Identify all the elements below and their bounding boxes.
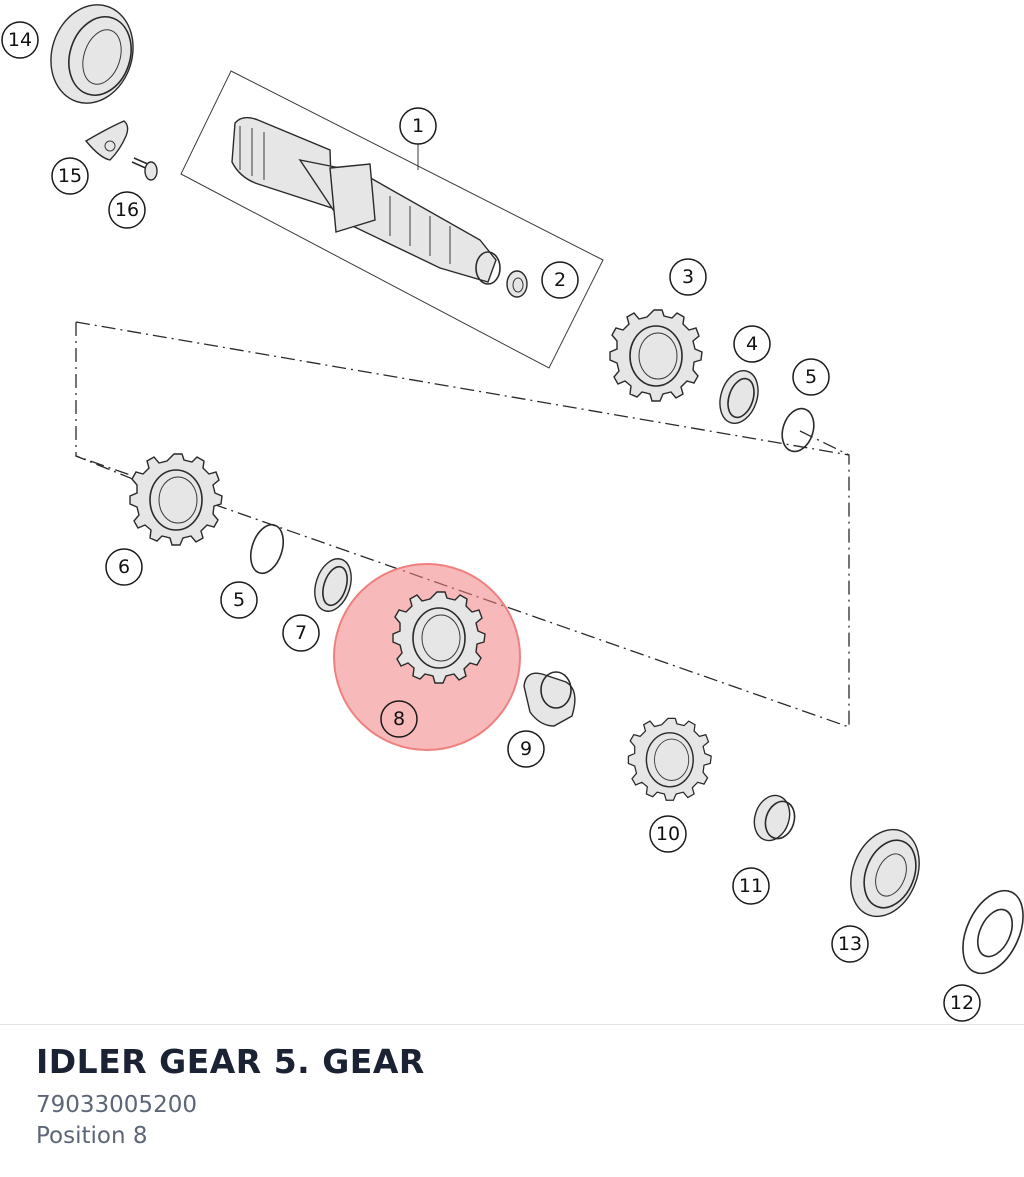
part-info-panel: IDLER GEAR 5. GEAR 79033005200 Position … xyxy=(36,1042,425,1152)
screw-part-16 xyxy=(131,157,158,181)
svg-text:15: 15 xyxy=(58,165,82,187)
exploded-parts-diagram: 1 2 3 4 5 5 6 7 8 9 10 11 12 13 14 15 16 xyxy=(1,4,1024,1022)
svg-text:10: 10 xyxy=(656,823,680,845)
svg-text:16: 16 xyxy=(115,199,139,221)
needle-bearing-part-2 xyxy=(506,270,528,298)
callout-13[interactable]: 13 xyxy=(831,925,869,963)
svg-text:12: 12 xyxy=(950,992,974,1014)
callout-10[interactable]: 10 xyxy=(649,815,687,853)
part-position: Position 8 xyxy=(36,1123,148,1149)
callout-1[interactable]: 1 xyxy=(399,107,437,145)
part-number: 79033005200 xyxy=(36,1092,197,1118)
svg-text:11: 11 xyxy=(739,875,763,897)
callout-5a[interactable]: 5 xyxy=(792,358,830,396)
svg-text:4: 4 xyxy=(746,333,758,355)
callout-4[interactable]: 4 xyxy=(733,325,771,363)
assembly-dash-ring-link xyxy=(799,430,850,456)
svg-text:7: 7 xyxy=(295,622,307,644)
gear-part-6 xyxy=(129,453,223,546)
callout-9[interactable]: 9 xyxy=(507,730,545,768)
bearing-part-14 xyxy=(50,4,134,104)
gear-part-3 xyxy=(609,309,703,402)
svg-text:6: 6 xyxy=(118,556,130,578)
svg-text:9: 9 xyxy=(520,738,532,760)
callout-2[interactable]: 2 xyxy=(541,261,579,299)
callout-7[interactable]: 7 xyxy=(282,614,320,652)
assembly-dash-line-left xyxy=(75,322,151,487)
part-title: IDLER GEAR 5. GEAR xyxy=(36,1042,425,1081)
svg-text:8: 8 xyxy=(393,708,405,730)
callout-8[interactable]: 8 xyxy=(380,700,418,738)
svg-text:13: 13 xyxy=(838,933,862,955)
svg-text:5: 5 xyxy=(233,589,245,611)
shim-part-12 xyxy=(962,889,1024,975)
callout-14[interactable]: 14 xyxy=(1,21,39,59)
gear-part-10 xyxy=(627,717,712,802)
section-divider xyxy=(0,1024,1024,1025)
circlip-part-5-lower xyxy=(249,523,285,575)
svg-text:2: 2 xyxy=(554,269,566,291)
callout-3[interactable]: 3 xyxy=(669,258,707,296)
callout-12[interactable]: 12 xyxy=(943,984,981,1022)
svg-text:14: 14 xyxy=(8,29,32,51)
svg-text:1: 1 xyxy=(412,115,424,137)
callout-11[interactable]: 11 xyxy=(732,867,770,905)
flanged-bushing-part-11 xyxy=(753,794,796,842)
circlip-part-5-upper xyxy=(781,407,815,453)
bearing-part-13 xyxy=(850,828,920,918)
svg-text:5: 5 xyxy=(805,366,817,388)
retainer-part-15 xyxy=(84,120,129,161)
callout-5b[interactable]: 5 xyxy=(220,581,258,619)
callout-15[interactable]: 15 xyxy=(51,157,89,195)
callout-16[interactable]: 16 xyxy=(108,191,146,229)
svg-text:3: 3 xyxy=(682,266,694,288)
main-shaft-part-1 xyxy=(180,70,604,369)
washer-part-4 xyxy=(719,370,759,424)
bushing-part-9 xyxy=(523,671,576,727)
callout-6[interactable]: 6 xyxy=(105,548,143,586)
